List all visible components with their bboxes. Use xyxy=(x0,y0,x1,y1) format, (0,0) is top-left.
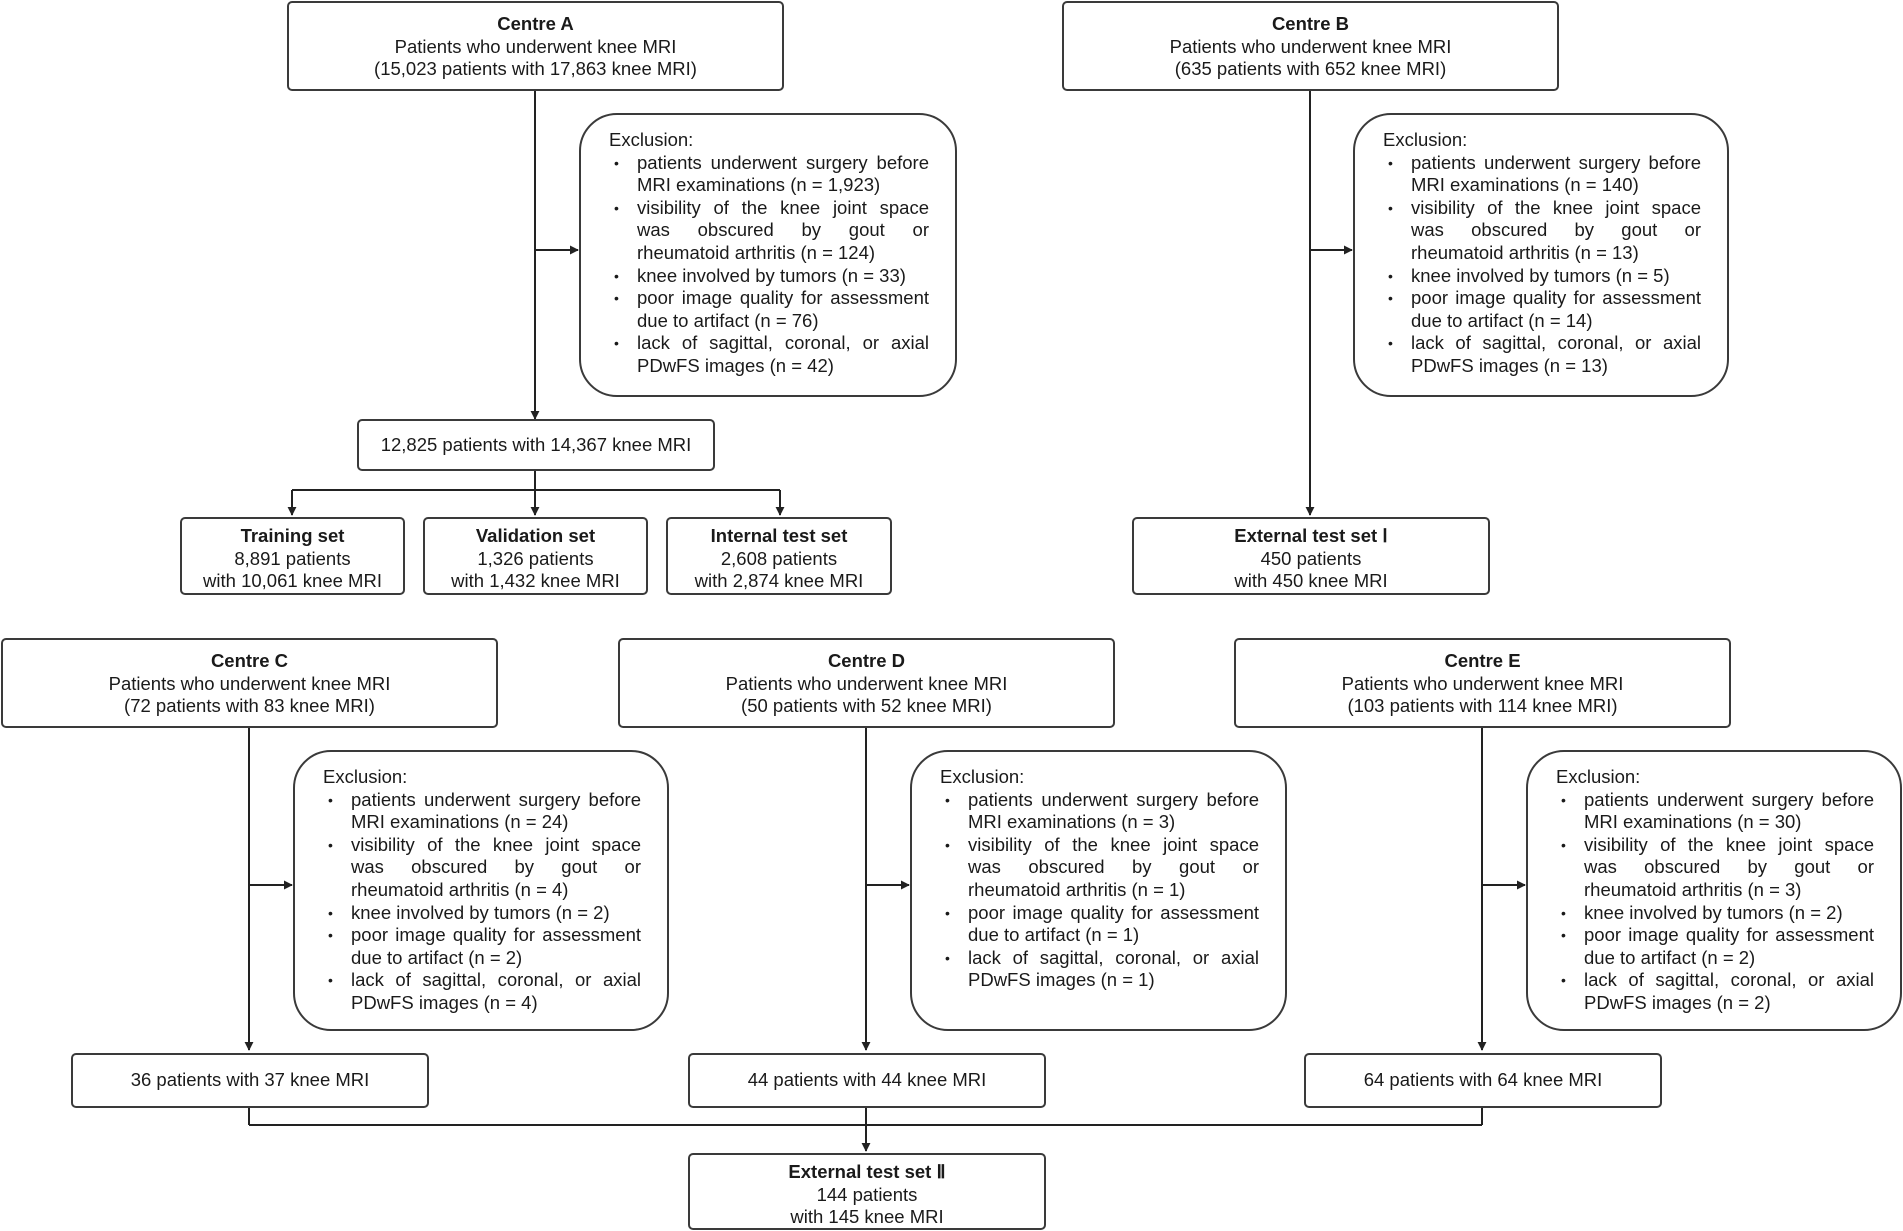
centre-a-remaining-box: 12,825 patients with 14,367 knee MRI xyxy=(357,419,715,471)
centre-a-box: Centre A Patients who underwent knee MRI… xyxy=(287,1,784,91)
validation-set-line1: 1,326 patients xyxy=(477,547,594,569)
centre-a-line2: (15,023 patients with 17,863 knee MRI) xyxy=(374,58,697,79)
centre-b-line2: (635 patients with 652 knee MRI) xyxy=(1174,58,1447,79)
external-test-set-1-box: External test set Ⅰ 450 patients with 45… xyxy=(1132,517,1490,595)
centre-b-exclusion-box: Exclusion: patients underwent surgery be… xyxy=(1353,113,1729,397)
centre-e-title: Centre E xyxy=(1444,650,1521,671)
exclusion-item: visibility of the knee joint space was o… xyxy=(609,197,929,265)
exclusion-heading: Exclusion: xyxy=(609,129,694,150)
exclusion-item: visibility of the knee joint space was o… xyxy=(940,834,1259,902)
centre-c-remaining-box: 36 patients with 37 knee MRI xyxy=(71,1053,429,1108)
external-test-set-1-title: External test set Ⅰ xyxy=(1234,525,1388,546)
centre-d-line2: (50 patients with 52 knee MRI) xyxy=(741,695,992,716)
centre-d-line1: Patients who underwent knee MRI xyxy=(725,672,1008,694)
exclusion-item: poor image quality for assessment due to… xyxy=(940,902,1259,947)
centre-a-line1: Patients who underwent knee MRI xyxy=(394,35,677,57)
exclusion-heading: Exclusion: xyxy=(940,766,1025,787)
exclusion-heading: Exclusion: xyxy=(1383,129,1468,150)
centre-b-title: Centre B xyxy=(1271,13,1350,34)
centre-a-remaining-text: 12,825 patients with 14,367 knee MRI xyxy=(380,433,692,455)
internal-test-set-line1: 2,608 patients xyxy=(720,547,838,569)
exclusion-item: patients underwent surgery before MRI ex… xyxy=(940,789,1259,834)
exclusion-list: patients underwent surgery before MRI ex… xyxy=(940,789,1259,992)
centre-d-exclusion-box: Exclusion: patients underwent surgery be… xyxy=(910,750,1287,1031)
centre-d-remaining-box: 44 patients with 44 knee MRI xyxy=(688,1053,1046,1108)
internal-test-set-box: Internal test set 2,608 patients with 2,… xyxy=(666,517,892,595)
centre-c-remaining-text: 36 patients with 37 knee MRI xyxy=(130,1069,370,1091)
external-test-set-2-title: External test set Ⅱ xyxy=(788,1161,946,1182)
centre-d-remaining-text: 44 patients with 44 knee MRI xyxy=(747,1069,987,1091)
exclusion-item: patients underwent surgery before MRI ex… xyxy=(609,152,929,197)
centre-e-remaining-text: 64 patients with 64 knee MRI xyxy=(1363,1069,1603,1091)
exclusion-item: poor image quality for assessment due to… xyxy=(609,287,929,332)
exclusion-item: knee involved by tumors (n = 2) xyxy=(323,902,641,925)
internal-test-set-title: Internal test set xyxy=(710,525,848,546)
exclusion-item: poor image quality for assessment due to… xyxy=(323,924,641,969)
training-set-box: Training set 8,891 patients with 10,061 … xyxy=(180,517,405,595)
validation-set-title: Validation set xyxy=(475,525,596,546)
validation-set-box: Validation set 1,326 patients with 1,432… xyxy=(423,517,648,595)
centre-e-box: Centre E Patients who underwent knee MRI… xyxy=(1234,638,1731,728)
exclusion-item: visibility of the knee joint space was o… xyxy=(1383,197,1701,265)
centre-c-exclusion-box: Exclusion: patients underwent surgery be… xyxy=(293,750,669,1031)
internal-test-set-line2: with 2,874 knee MRI xyxy=(694,570,864,591)
centre-c-line1: Patients who underwent knee MRI xyxy=(108,672,391,694)
centre-c-box: Centre C Patients who underwent knee MRI… xyxy=(1,638,498,728)
centre-e-remaining-box: 64 patients with 64 knee MRI xyxy=(1304,1053,1662,1108)
centre-e-line2: (103 patients with 114 knee MRI) xyxy=(1347,695,1618,716)
exclusion-item: lack of sagittal, coronal, or axial PDwF… xyxy=(609,332,929,377)
exclusion-item: visibility of the knee joint space was o… xyxy=(1556,834,1874,902)
centre-a-title: Centre A xyxy=(497,13,574,34)
training-set-line2: with 10,061 knee MRI xyxy=(203,570,382,591)
centre-e-exclusion-box: Exclusion: patients underwent surgery be… xyxy=(1526,750,1902,1031)
external-test-set-1-line1: 450 patients xyxy=(1260,547,1362,569)
centre-d-title: Centre D xyxy=(827,650,906,671)
exclusion-heading: Exclusion: xyxy=(1556,766,1641,787)
exclusion-list: patients underwent surgery before MRI ex… xyxy=(323,789,641,1015)
exclusion-list: patients underwent surgery before MRI ex… xyxy=(1383,152,1701,378)
training-set-title: Training set xyxy=(240,525,345,546)
exclusion-list: patients underwent surgery before MRI ex… xyxy=(609,152,929,378)
exclusion-item: visibility of the knee joint space was o… xyxy=(323,834,641,902)
centre-e-line1: Patients who underwent knee MRI xyxy=(1341,672,1624,694)
validation-set-line2: with 1,432 knee MRI xyxy=(451,570,620,591)
exclusion-item: patients underwent surgery before MRI ex… xyxy=(1556,789,1874,834)
exclusion-list: patients underwent surgery before MRI ex… xyxy=(1556,789,1874,1015)
exclusion-item: knee involved by tumors (n = 2) xyxy=(1556,902,1874,925)
exclusion-item: lack of sagittal, coronal, or axial PDwF… xyxy=(1556,969,1874,1014)
centre-b-line1: Patients who underwent knee MRI xyxy=(1169,35,1452,57)
exclusion-item: poor image quality for assessment due to… xyxy=(1556,924,1874,969)
exclusion-item: lack of sagittal, coronal, or axial PDwF… xyxy=(323,969,641,1014)
exclusion-item: patients underwent surgery before MRI ex… xyxy=(1383,152,1701,197)
exclusion-item: knee involved by tumors (n = 5) xyxy=(1383,265,1701,288)
exclusion-item: knee involved by tumors (n = 33) xyxy=(609,265,929,288)
exclusion-item: lack of sagittal, coronal, or axial PDwF… xyxy=(940,947,1259,992)
centre-c-title: Centre C xyxy=(210,650,289,671)
exclusion-heading: Exclusion: xyxy=(323,766,408,787)
exclusion-item: lack of sagittal, coronal, or axial PDwF… xyxy=(1383,332,1701,377)
centre-b-box: Centre B Patients who underwent knee MRI… xyxy=(1062,1,1559,91)
external-test-set-2-box: External test set Ⅱ 144 patients with 14… xyxy=(688,1153,1046,1230)
exclusion-item: patients underwent surgery before MRI ex… xyxy=(323,789,641,834)
centre-a-exclusion-box: Exclusion: patients underwent surgery be… xyxy=(579,113,957,397)
exclusion-item: poor image quality for assessment due to… xyxy=(1383,287,1701,332)
centre-c-line2: (72 patients with 83 knee MRI) xyxy=(124,695,375,716)
training-set-line1: 8,891 patients xyxy=(234,547,351,569)
external-test-set-1-line2: with 450 knee MRI xyxy=(1234,570,1388,591)
external-test-set-2-line1: 144 patients xyxy=(816,1183,918,1205)
external-test-set-2-line2: with 145 knee MRI xyxy=(790,1206,944,1227)
centre-d-box: Centre D Patients who underwent knee MRI… xyxy=(618,638,1115,728)
